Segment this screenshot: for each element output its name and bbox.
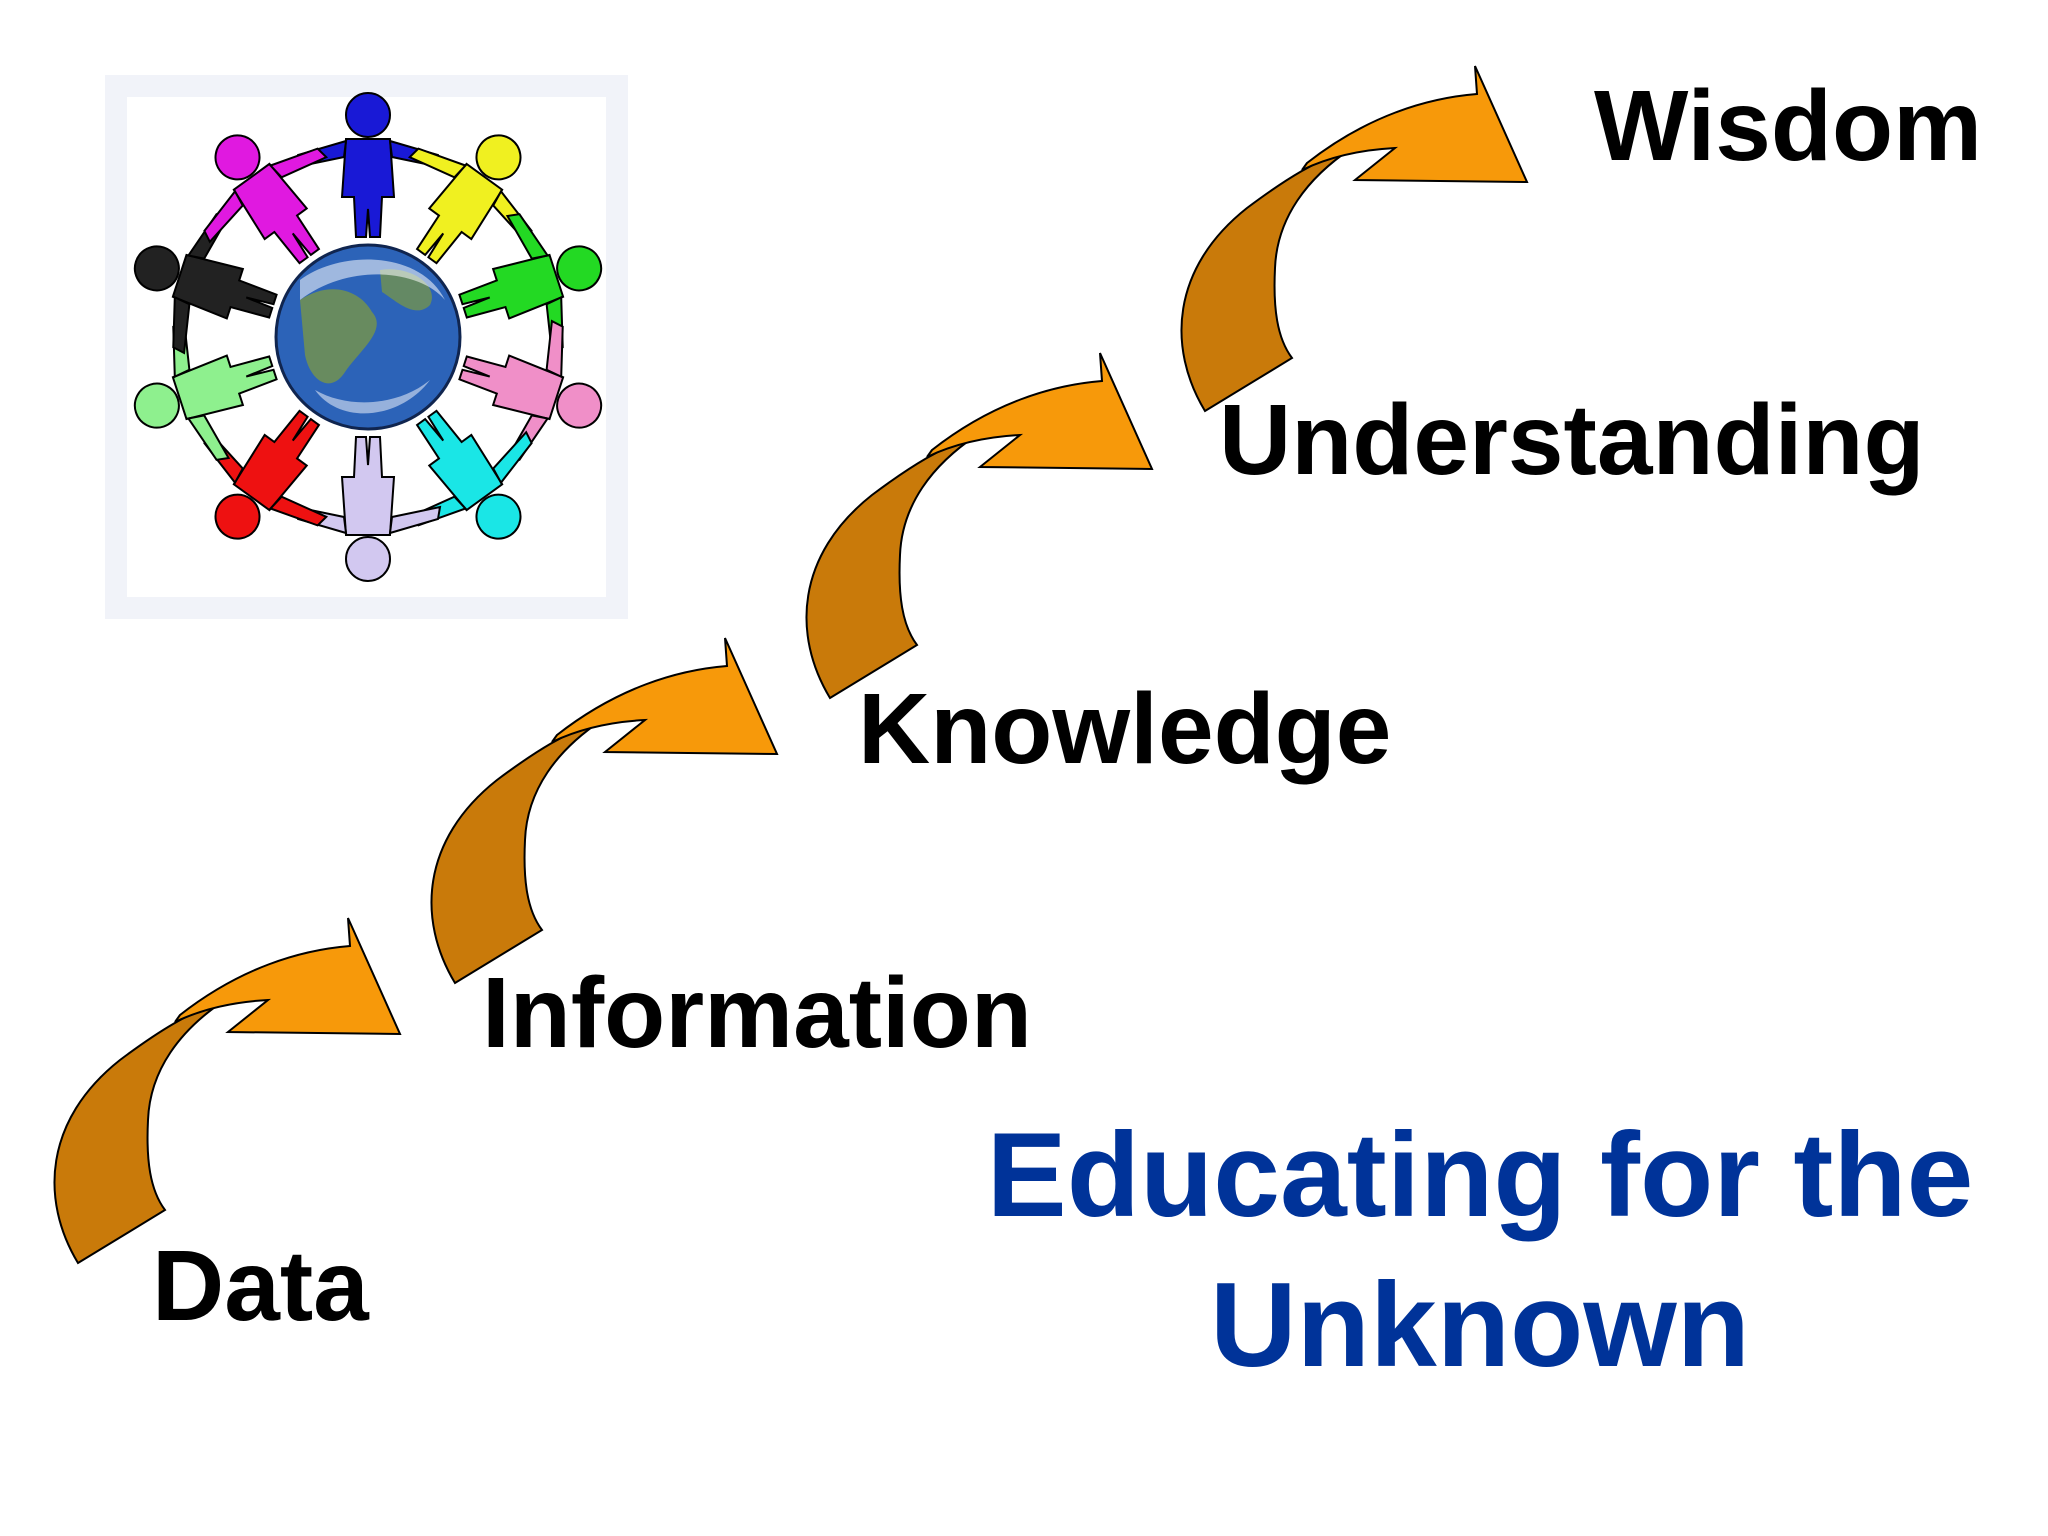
arrow-top-face: [1301, 65, 1529, 184]
arrow-staircase: [53, 65, 1529, 1265]
people-circle-around-globe-icon: [133, 92, 603, 582]
slide-title-line-1: Educating for the: [986, 1108, 1974, 1242]
arrow-top-face: [926, 352, 1154, 471]
curved-arrow-icon: [53, 917, 402, 1265]
arrow-top-face: [551, 637, 779, 756]
step-label-data: Data: [152, 1230, 369, 1342]
step-label-information: Information: [482, 957, 1032, 1069]
slide-title: Educating for the Unknown: [920, 1100, 2040, 1400]
step-label-understanding: Understanding: [1219, 384, 1925, 496]
globe-icon: [274, 243, 462, 431]
arrow-side-face: [805, 434, 978, 700]
arrow-top-face: [174, 917, 402, 1036]
person-figure: [458, 319, 603, 461]
arrow-side-face: [1180, 147, 1353, 413]
step-label-knowledge: Knowledge: [858, 673, 1392, 785]
curved-arrow-icon: [430, 637, 779, 985]
arrow-side-face: [430, 719, 603, 985]
arrow-side-face: [53, 999, 226, 1265]
slide-title-line-2: Unknown: [1210, 1258, 1750, 1392]
person-figure: [203, 134, 329, 265]
curved-arrow-icon: [1180, 65, 1529, 413]
person-figure: [294, 436, 442, 582]
curved-arrow-icon: [805, 352, 1154, 700]
step-label-wisdom: Wisdom: [1594, 70, 1982, 182]
person-figure: [133, 213, 278, 355]
person-figure: [294, 92, 442, 238]
